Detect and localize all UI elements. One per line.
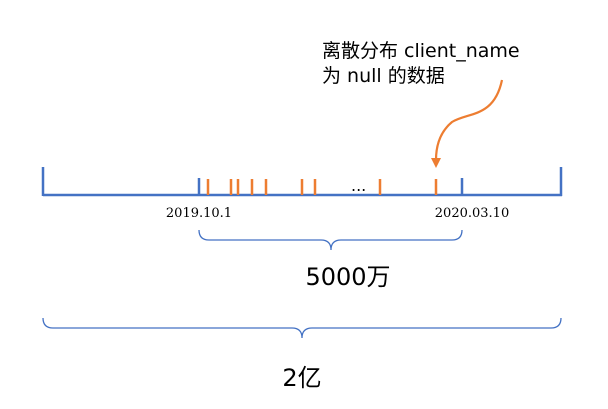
date-start-label: 2019.10.1 (166, 206, 232, 221)
date-end-label: 2020.03.10 (435, 206, 509, 221)
total-count-label: 2亿 (282, 364, 321, 392)
total-brace (42, 317, 562, 339)
annotation-arrow-curve (434, 79, 504, 161)
annotation-line-1: 离散分布 client_name (322, 40, 520, 62)
null-record-marks (206, 179, 438, 195)
annotation-arrowhead (431, 158, 441, 168)
ellipsis: ... (351, 176, 366, 195)
subset-count-label: 5000万 (305, 263, 390, 291)
subset-brace (198, 229, 463, 251)
annotation-line-2: 为 null 的数据 (322, 65, 445, 87)
